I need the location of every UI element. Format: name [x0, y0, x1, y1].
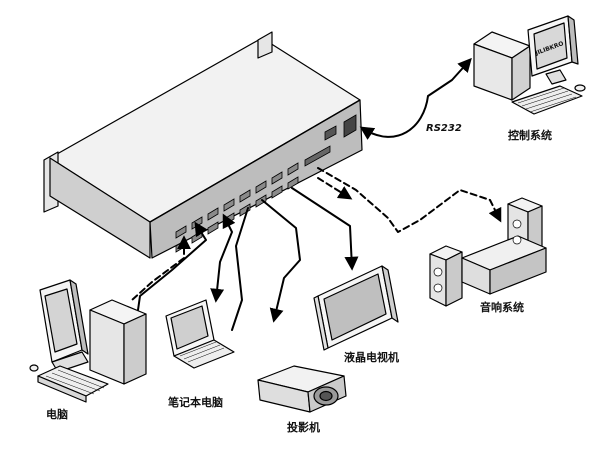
desktop-cable-b: [131, 235, 191, 301]
label-control-system: 控制系统: [508, 129, 552, 142]
projector: [257, 365, 347, 413]
control-pc: [473, 15, 586, 115]
label-computer: 电脑: [46, 408, 68, 421]
speaker-cones: [433, 219, 522, 293]
label-laptop: 笔记本电脑: [168, 396, 223, 409]
rs232-cable: [359, 57, 472, 140]
tv-cable: [291, 187, 359, 271]
laptop: [165, 299, 235, 369]
audio-system: [429, 197, 547, 307]
label-audio-system: 音响系统: [480, 301, 524, 314]
laptop-cable-a: [210, 213, 236, 303]
lcd-tv: [313, 265, 399, 351]
matrix-switcher: [43, 31, 363, 259]
desktop-cable-a: [137, 221, 208, 311]
audio-cable-branch: [317, 177, 353, 200]
desktop-keyboard-keys: [45, 369, 105, 395]
label-projector: 投影机: [287, 421, 320, 434]
laptop-cable-b: [231, 207, 249, 331]
laptop-keys: [179, 341, 225, 363]
audio-cable: [317, 167, 502, 233]
projector-cable: [261, 199, 301, 323]
label-lcd-tv: 液晶电视机: [344, 351, 399, 364]
label-rs232: RS232: [426, 123, 462, 134]
desktop-pc: [29, 279, 147, 403]
control-keyboard-keys: [517, 87, 577, 113]
